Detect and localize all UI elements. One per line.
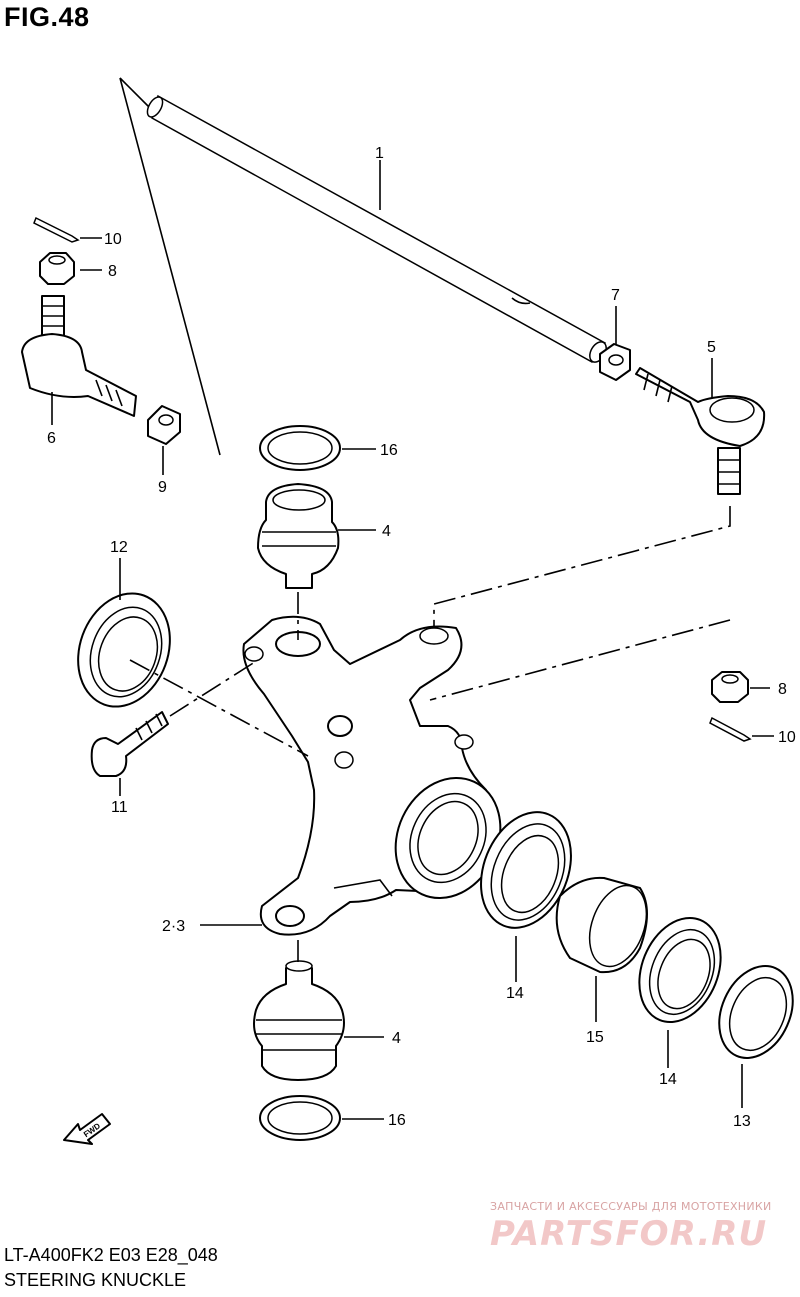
callout-1: 1 bbox=[375, 145, 384, 162]
bearing-14-b bbox=[638, 916, 722, 1024]
callout-5: 5 bbox=[707, 339, 716, 356]
callout-16-bottom: 16 bbox=[388, 1112, 406, 1129]
assembly-lines bbox=[129, 506, 731, 964]
oil-seal-13 bbox=[718, 965, 794, 1059]
callout-11: 11 bbox=[111, 799, 128, 816]
callout-12: 12 bbox=[110, 539, 128, 556]
lock-nut-7 bbox=[599, 343, 631, 381]
callout-14-a: 14 bbox=[506, 985, 524, 1002]
callout-10-left: 10 bbox=[104, 231, 122, 248]
lock-nut-9 bbox=[147, 405, 181, 445]
callout-2-3: 2·3 bbox=[162, 918, 185, 935]
tie-rod-part bbox=[119, 77, 607, 456]
steering-knuckle bbox=[242, 615, 502, 936]
oil-seal-12 bbox=[77, 592, 171, 708]
cotter-pin-left bbox=[33, 216, 80, 243]
callout-15: 15 bbox=[586, 1029, 604, 1046]
callout-7: 7 bbox=[611, 287, 620, 304]
circlip-bottom bbox=[259, 1095, 341, 1141]
callout-6: 6 bbox=[47, 430, 56, 447]
ball-joint-bottom bbox=[253, 960, 345, 1081]
figure-title: FIG.48 bbox=[4, 2, 90, 32]
fwd-arrow-icon: FWD bbox=[63, 1113, 111, 1145]
callout-4-bottom: 4 bbox=[392, 1030, 401, 1047]
tie-rod-end-right bbox=[635, 367, 766, 495]
callout-9: 9 bbox=[158, 479, 167, 496]
watermark-logo: PARTSFOR.RU bbox=[490, 1214, 768, 1254]
callout-8-right: 8 bbox=[778, 681, 787, 698]
callout-10-right: 10 bbox=[778, 729, 796, 746]
bolt-11 bbox=[90, 711, 169, 777]
diagram-caption: STEERING KNUCKLE bbox=[4, 1270, 187, 1290]
castle-nut-right bbox=[711, 671, 749, 703]
callout-labels: 1 10 8 7 5 6 16 9 4 12 8 10 11 2·3 14 15… bbox=[47, 145, 796, 1130]
circlip-top bbox=[259, 425, 341, 471]
castle-nut-left bbox=[39, 252, 75, 285]
cotter-pin-right bbox=[709, 716, 752, 742]
watermark-subtitle: ЗАПЧАСТИ И АКСЕССУАРЫ ДЛЯ МОТОТЕХНИКИ bbox=[490, 1200, 772, 1213]
tie-rod-end-left bbox=[21, 295, 137, 417]
spacer-15 bbox=[555, 876, 648, 974]
callout-13: 13 bbox=[733, 1113, 751, 1130]
ball-joint-top bbox=[257, 483, 340, 589]
bearing-14-a bbox=[480, 811, 572, 929]
leader-lines bbox=[51, 160, 774, 1120]
callout-14-b: 14 bbox=[659, 1071, 677, 1088]
callout-8-left: 8 bbox=[108, 263, 117, 280]
callout-4-top: 4 bbox=[382, 523, 391, 540]
model-code: LT-A400FK2 E03 E28_048 bbox=[4, 1245, 218, 1265]
callout-16-top: 16 bbox=[380, 442, 398, 459]
